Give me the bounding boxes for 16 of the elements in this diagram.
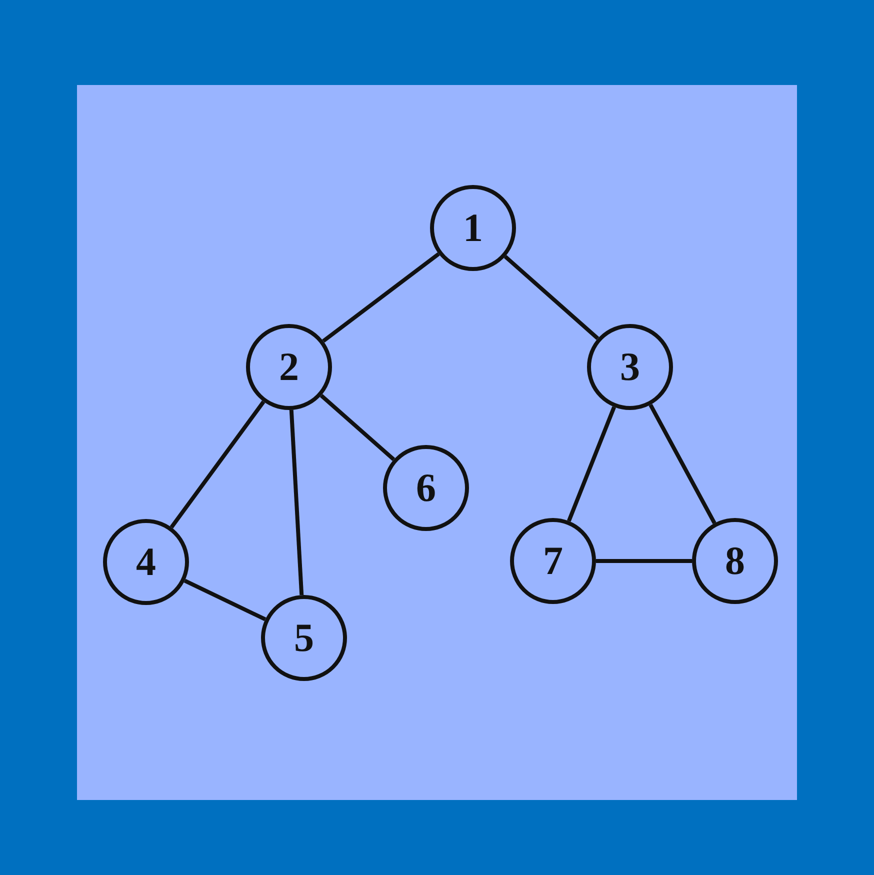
connector-line xyxy=(170,400,266,528)
connector-line xyxy=(322,252,440,343)
node-number: 5 xyxy=(294,618,314,658)
node-number: 4 xyxy=(136,542,156,582)
connector-line xyxy=(184,578,266,622)
connector-line xyxy=(504,255,600,340)
connector-line xyxy=(289,410,304,596)
connector-line xyxy=(596,559,692,563)
connector-line xyxy=(648,404,716,524)
node-number: 3 xyxy=(620,347,640,387)
node-number: 6 xyxy=(416,468,436,508)
node-number: 2 xyxy=(279,347,299,387)
connector-line xyxy=(320,394,396,462)
node-number: 1 xyxy=(463,208,483,248)
node-number: 7 xyxy=(543,541,563,581)
node-number: 8 xyxy=(725,541,745,581)
